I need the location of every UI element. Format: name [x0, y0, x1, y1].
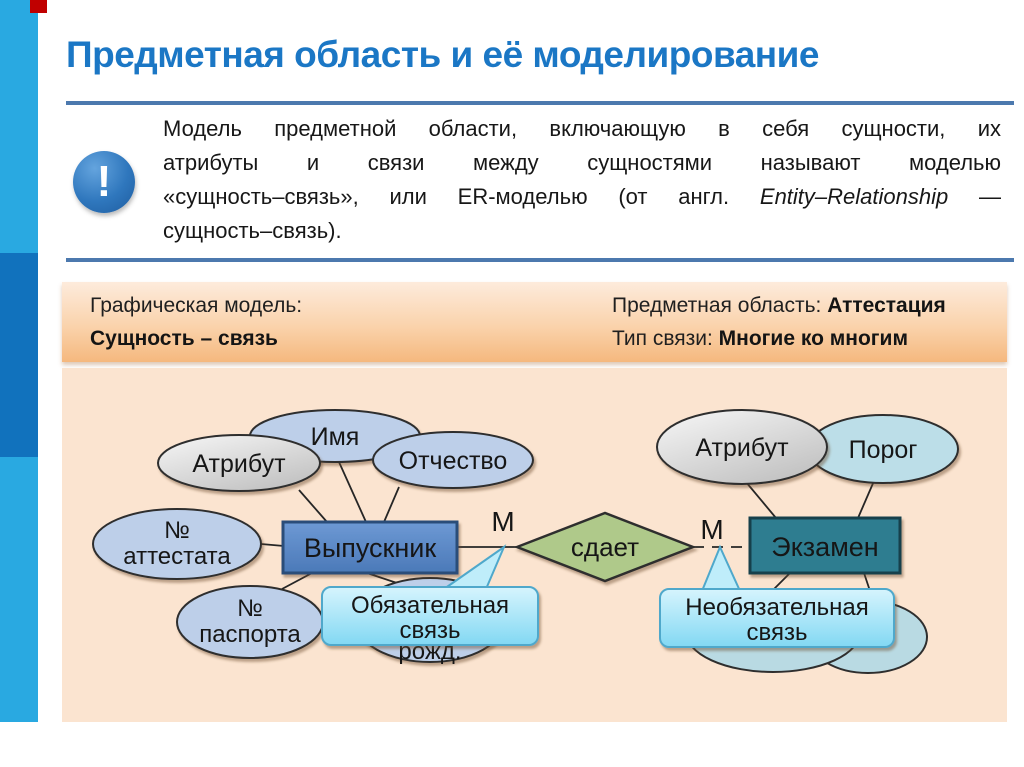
attribute-marker-right-ellipse [656, 409, 828, 485]
definition-line-3: «сущность–связь», или ER-моделью (от анг… [163, 184, 1001, 209]
domain-info-label: Предметная область: Аттестация Тип связи… [612, 294, 946, 350]
exclamation-icon: ! [73, 151, 135, 213]
domain-value: Аттестация [827, 294, 946, 317]
red-accent-square [30, 0, 47, 13]
callout-optional-line2: связь [747, 619, 808, 646]
callout-right-tail [700, 544, 742, 592]
attribute-name-label: Имя [311, 423, 360, 451]
slide-title: Предметная область и её моделирование [66, 34, 819, 75]
attribute-passport-line1: № [237, 595, 263, 622]
line-patronymic-graduate [383, 486, 400, 523]
callout-optional-box [659, 588, 895, 648]
attribute-marker-left-ellipse [157, 434, 321, 492]
er-diagram: Имя Атрибут Отчество № аттестата № паспо… [92, 409, 959, 674]
attribute-certificate-ellipse [92, 508, 262, 580]
entity-exam-box [748, 516, 902, 575]
line-graduate-birthdate [366, 572, 398, 584]
definition-line-4: сущность–связь). [163, 218, 342, 243]
line-attribute-graduate [298, 489, 328, 523]
attribute-marker-right-label: Атрибут [695, 434, 789, 462]
line-graduate-passport [281, 572, 313, 590]
entity-graduate-box [281, 520, 459, 575]
line-threshold-exam [857, 480, 875, 519]
relation-diamond [513, 511, 697, 583]
definition-line-2: атрибуты и связи между сущностями называ… [163, 150, 1001, 175]
er-diagram-canvas: Имя Атрибут Отчество № аттестата № паспо… [62, 368, 1007, 722]
callout-mandatory-line2: связь [400, 617, 461, 644]
entity-exam-label: Экзамен [771, 532, 878, 562]
attribute-threshold-label: Порог [849, 436, 918, 464]
model-info-band: Графическая модель: Сущность – связь Пре… [62, 282, 1007, 362]
line-certificate-graduate [260, 543, 285, 547]
callout-mandatory-box [321, 586, 539, 646]
callout-optional-line1: Необязательная [685, 594, 868, 621]
term-entity-relationship: Entity–Relationship [759, 184, 949, 209]
entity-graduate-label: Выпускник [304, 533, 437, 563]
relation-label: сдает [571, 532, 639, 562]
relation-type-value: Многие ко многим [718, 327, 908, 350]
line-attribute-exam [745, 481, 777, 519]
attribute-passport-line2: паспорта [199, 621, 301, 648]
attribute-patronymic-ellipse [372, 431, 534, 489]
multiplicity-right-label: М [700, 514, 723, 545]
divider-bottom [66, 258, 1014, 262]
model-type-value: Сущность – связь [90, 327, 278, 350]
divider-top [66, 101, 1014, 105]
attribute-certificate-line1: № [164, 517, 190, 544]
attribute-patronymic-label: Отчество [399, 447, 508, 475]
line-name-graduate [338, 461, 367, 523]
multiplicity-left-label: М [491, 506, 514, 537]
callout-mandatory-line1: Обязательная [351, 592, 509, 619]
definition-paragraph: Модель предметной области, включающую в … [163, 112, 1001, 248]
graphic-model-label: Графическая модель: Сущность – связь [90, 294, 303, 350]
definition-line-1: Модель предметной области, включающую в … [163, 116, 1001, 141]
attribute-marker-left-label: Атрибут [192, 450, 286, 478]
left-accent-bar-dark-segment [0, 253, 38, 457]
attribute-certificate-line2: аттестата [123, 543, 231, 570]
